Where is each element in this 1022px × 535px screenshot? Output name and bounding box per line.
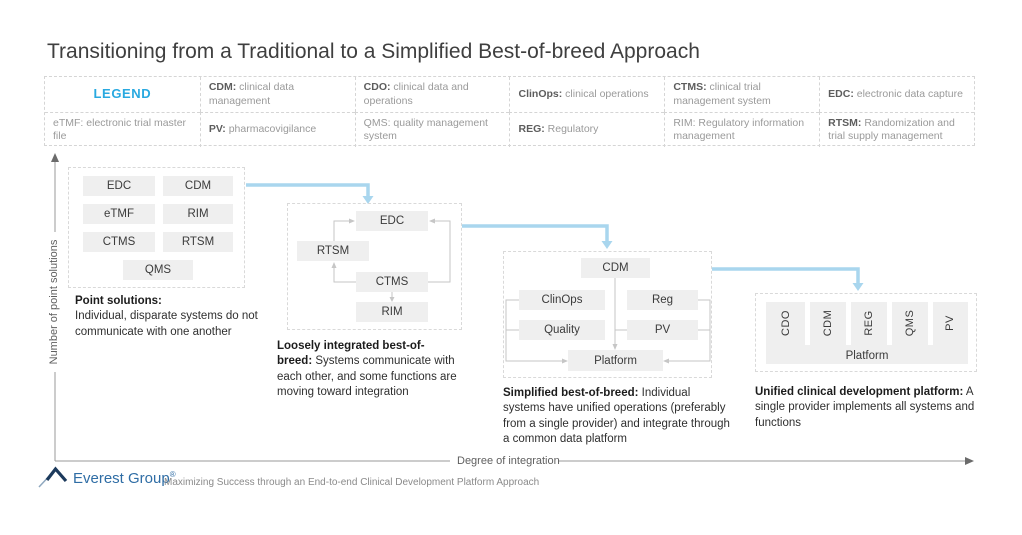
system-box-rim: RIM: [163, 204, 233, 224]
legend-term: eTMF:: [53, 116, 84, 129]
stage-3-caption-bold: Simplified best-of-breed:: [503, 387, 639, 399]
system-box-etmf: eTMF: [83, 204, 155, 224]
legend-term: CDO:: [363, 81, 391, 94]
system-box-reg: Reg: [627, 290, 698, 310]
legend-heading: LEGEND: [93, 86, 152, 102]
mountain-peak-icon: [38, 466, 68, 488]
system-box-qms: QMS: [123, 260, 193, 280]
legend-term: CDM:: [208, 81, 237, 94]
legend-definition: clinical trial management system: [673, 81, 771, 107]
legend-cell-rtsm: RTSM: Randomization and trial supply man…: [819, 112, 974, 147]
legend-cell-qms: QMS: quality management system: [354, 112, 510, 147]
legend-cell-clinops: ClinOps: clinical operations: [509, 77, 664, 112]
platform-column-cdm: CDM: [822, 309, 834, 337]
system-box-cdm: CDM: [163, 176, 233, 196]
system-box-cdm: CDM: [581, 258, 650, 278]
mountain-peak-line: [45, 466, 68, 483]
system-box-rtsm: RTSM: [163, 232, 233, 252]
legend-term: RIM:: [673, 116, 696, 129]
legend-term: RTSM:: [828, 116, 862, 129]
legend-table: LEGEND CDM: clinical data management CDO…: [44, 76, 975, 147]
stage-1-caption-bold: Point solutions:: [75, 295, 162, 307]
legend-cell-pv: PV: pharmacovigilance: [199, 112, 355, 147]
legend-definition: clinical operations: [565, 87, 649, 100]
footer-caption: Maximizing Success through an End-to-end…: [164, 477, 540, 488]
legend-definition: clinical data management: [208, 81, 295, 107]
stage-4-unified-platform: CDO CDM REG QMS PV Platform: [755, 293, 977, 372]
flow-arrow-1-icon: [246, 183, 370, 197]
stage-4-caption-bold: Unified clinical development platform:: [755, 386, 964, 398]
legend-cell-reg: REG: Regulatory: [509, 112, 665, 147]
legend-definition: Randomization and trial supply managemen…: [828, 116, 955, 142]
legend-cell-ctms: CTMS: clinical trial management system: [664, 77, 819, 112]
platform-column-pv: PV: [944, 315, 956, 331]
stage-4-caption-text: A single provider implements all systems…: [755, 386, 975, 429]
legend-definition: Regulatory information management: [673, 116, 805, 142]
stage-3-caption: Simplified best-of-breed: Individual sys…: [503, 386, 731, 448]
system-box-ctms: CTMS: [356, 272, 428, 292]
legend-term: PV:: [208, 123, 226, 136]
legend-definition: electronic trial master file: [53, 116, 187, 142]
legend-cell-rim: RIM: Regulatory information management: [664, 112, 820, 147]
legend-cell-edc: EDC: electronic data capture: [819, 77, 974, 112]
platform-base-label: Platform: [845, 350, 889, 362]
system-box-rim: RIM: [356, 302, 428, 322]
legend-term: QMS:: [363, 116, 391, 129]
page-title: Transitioning from a Traditional to a Si…: [47, 40, 700, 63]
flow-arrow-2-icon: [462, 224, 609, 242]
platform-column-divider: [846, 302, 851, 345]
platform-column-divider: [805, 302, 810, 345]
system-box-quality: Quality: [519, 320, 605, 340]
flow-arrow-3-head-icon: [852, 283, 864, 291]
legend-heading-cell: LEGEND: [45, 77, 200, 112]
system-box-clinops: ClinOps: [519, 290, 605, 310]
stage-2-caption-bold: Loosely integrated best-of-breed:: [277, 340, 425, 368]
legend-definition: clinical data and operations: [363, 81, 469, 107]
legend-term: CTMS:: [673, 81, 707, 94]
stage-3-caption-text: Individual systems have unified operatio…: [503, 387, 730, 446]
system-box-rtsm: RTSM: [297, 241, 369, 261]
stage-2-loosely-integrated: EDC RTSM CTMS RIM: [287, 203, 462, 330]
stage-1-point-solutions: EDC CDM eTMF RIM CTMS RTSM QMS: [68, 167, 245, 288]
system-box-pv: PV: [627, 320, 698, 340]
legend-term: REG:: [518, 123, 545, 136]
y-axis-label: Number of point solutions: [48, 239, 60, 365]
brand-name: Everest Group: [73, 470, 170, 487]
flow-arrow-2-head-icon: [601, 241, 613, 249]
x-axis-arrow-icon: [965, 457, 974, 465]
legend-cell-etmf: eTMF: electronic trial master file: [45, 112, 200, 147]
everest-group-logo-text: Everest Group®: [73, 470, 176, 487]
stage-4-caption: Unified clinical development platform: A…: [755, 385, 983, 431]
platform-column-qms: QMS: [904, 309, 916, 337]
legend-term: ClinOps:: [518, 87, 563, 100]
legend-definition: pharmacovigilance: [228, 123, 317, 136]
legend-cell-cdo: CDO: clinical data and operations: [354, 77, 510, 112]
system-box-edc: EDC: [356, 211, 428, 231]
platform-column-divider: [887, 302, 892, 345]
x-axis-label: Degree of integration: [457, 455, 560, 467]
stage-2-caption-text: Systems communicate with each other, and…: [277, 355, 457, 399]
legend-definition: Regulatory: [547, 123, 599, 136]
flow-arrow-3-icon: [712, 267, 860, 284]
platform-column-cdo: CDO: [780, 310, 792, 336]
legend-definition: electronic data capture: [856, 87, 963, 100]
platform-column-reg: REG: [863, 310, 875, 336]
system-box-platform: Platform: [568, 350, 663, 371]
system-box-ctms: CTMS: [83, 232, 155, 252]
platform-container: CDO CDM REG QMS PV Platform: [766, 302, 968, 364]
stage-2-caption: Loosely integrated best-of-breed: System…: [277, 339, 459, 401]
legend-term: EDC:: [828, 87, 854, 100]
legend-definition: quality management system: [363, 116, 488, 142]
stage-1-caption-text: Individual, disparate systems do not com…: [75, 310, 258, 338]
stage-1-caption: Point solutions: Individual, disparate sy…: [75, 294, 267, 340]
y-axis-arrow-icon: [51, 153, 59, 162]
registered-mark: ®: [169, 470, 176, 479]
stage-3-simplified: CDM ClinOps Reg Quality PV Platform: [503, 251, 712, 378]
system-box-edc: EDC: [83, 176, 155, 196]
platform-column-divider: [928, 302, 933, 345]
legend-cell-cdm: CDM: clinical data management: [199, 77, 355, 112]
